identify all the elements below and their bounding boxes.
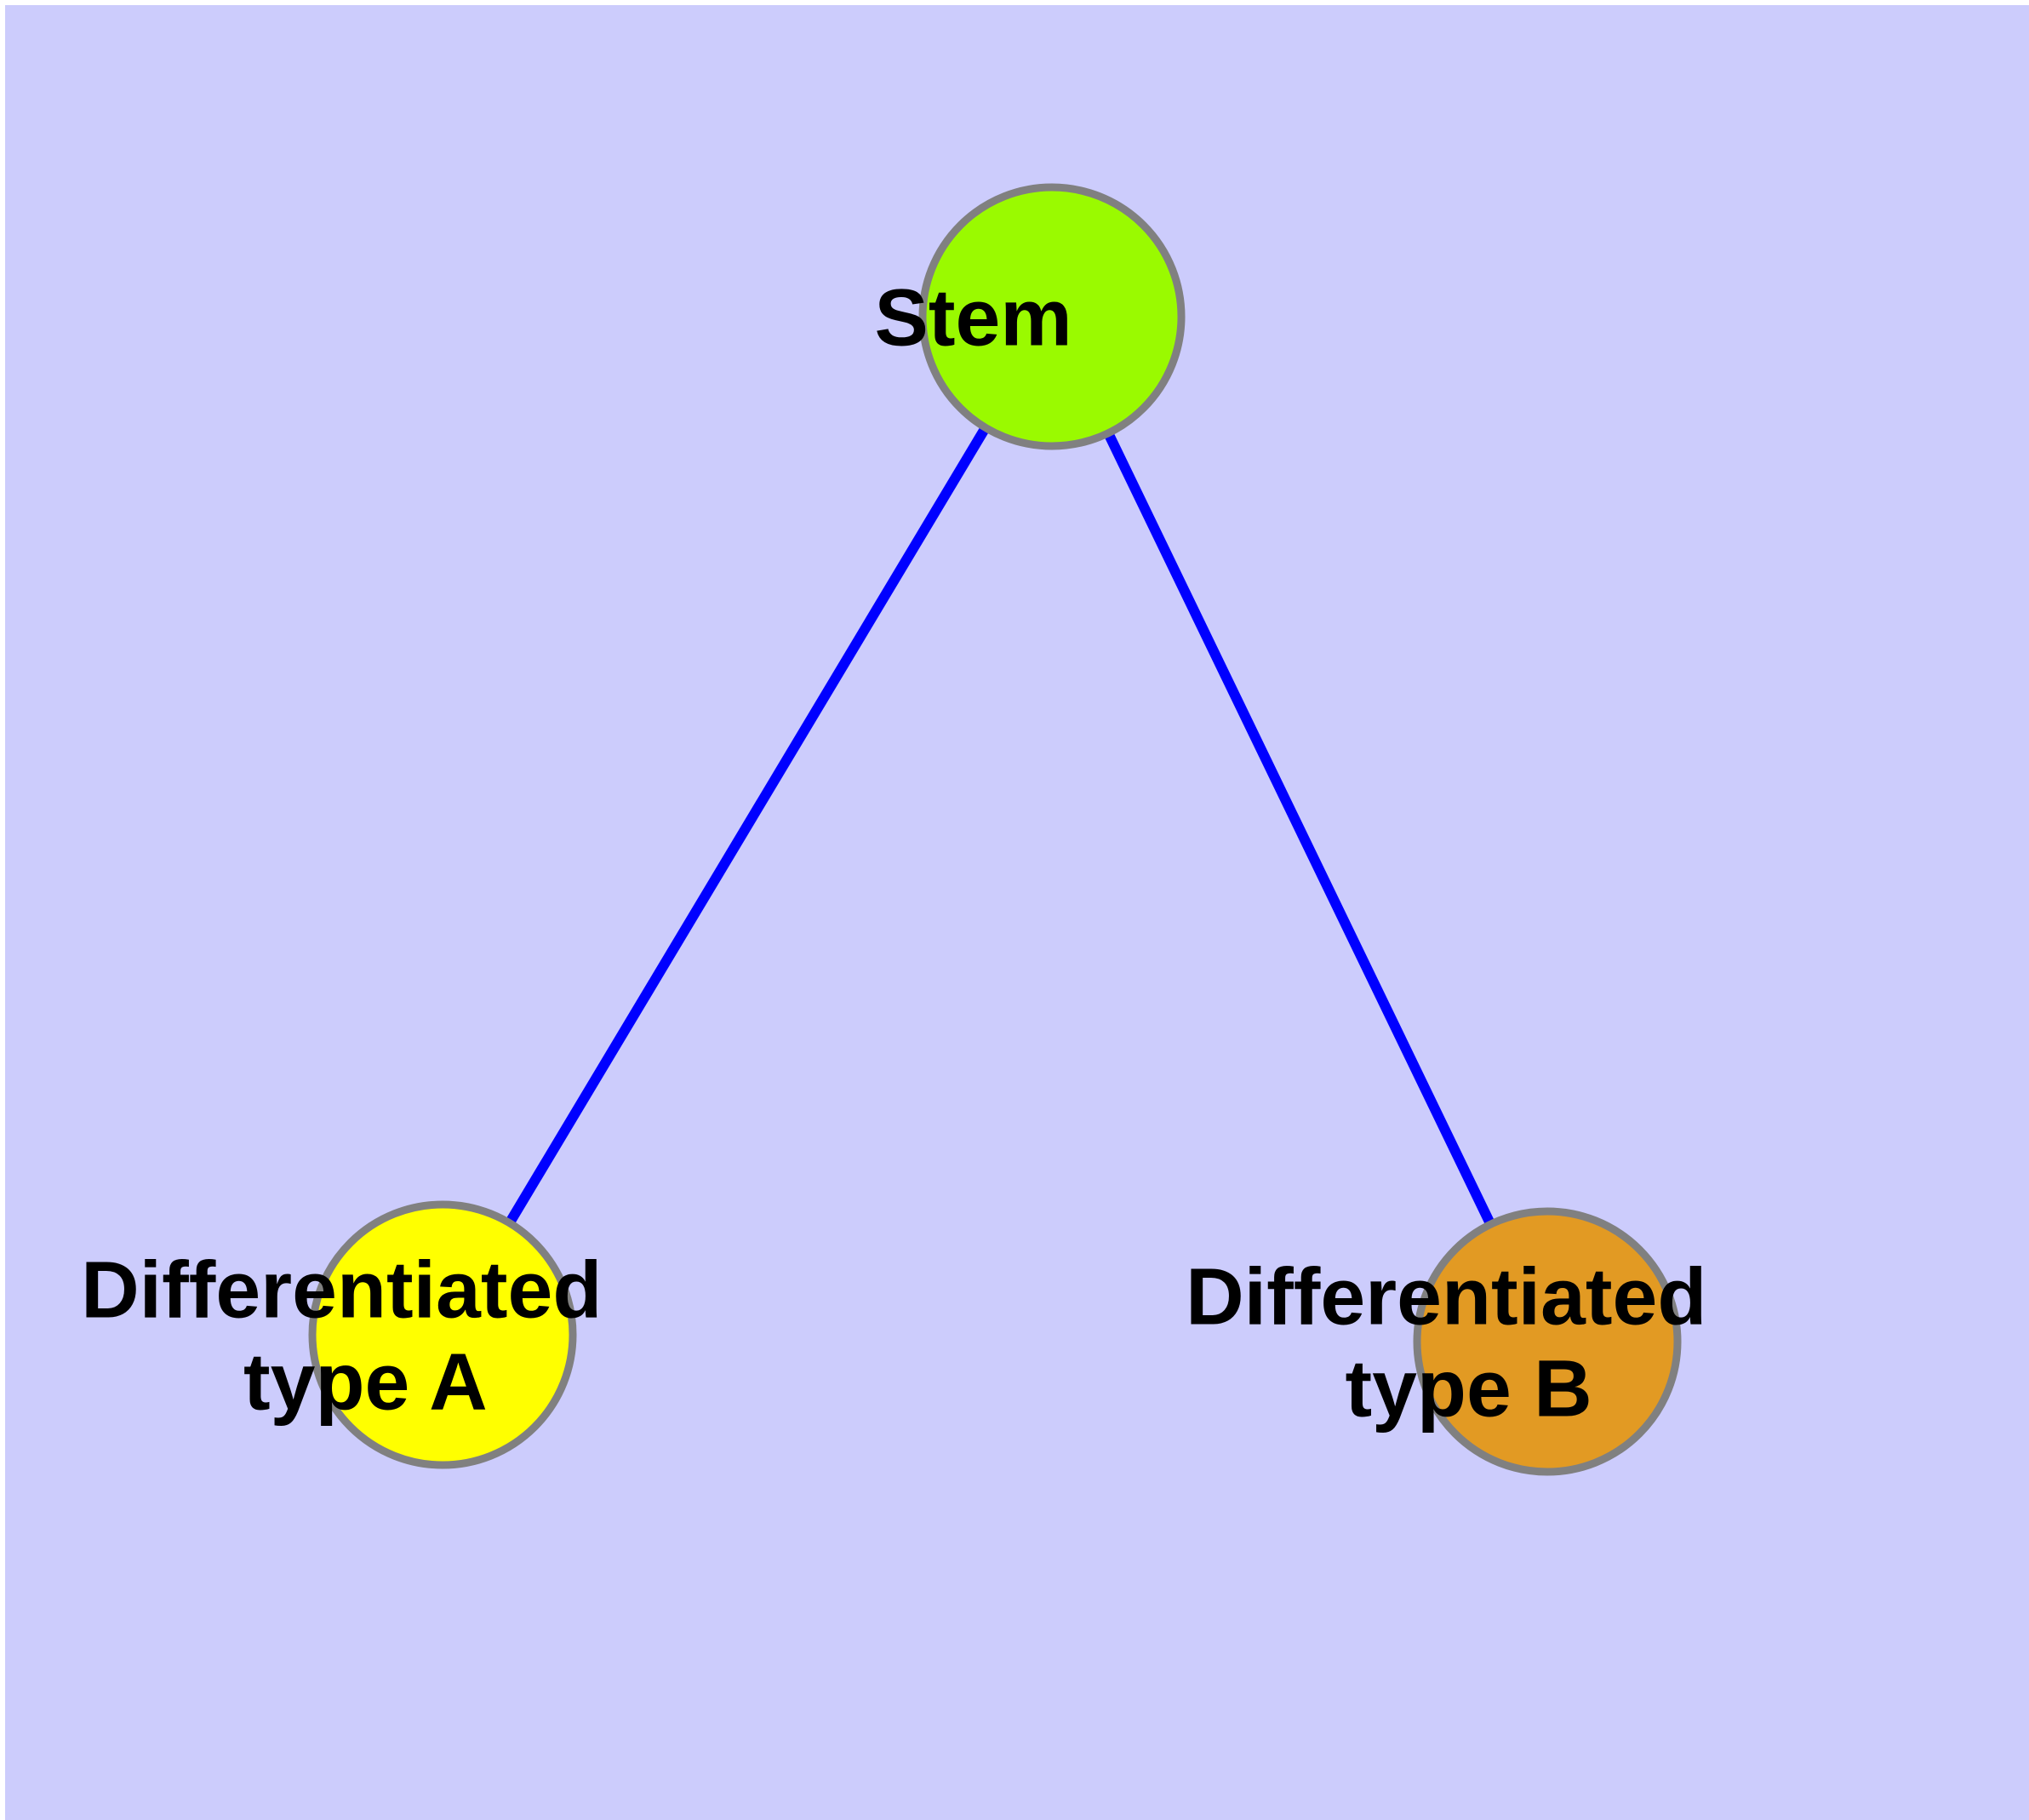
node-differentiated-type-a[interactable] <box>308 1200 577 1469</box>
node-layer <box>308 183 1682 1476</box>
edge-layer <box>437 313 1552 1344</box>
edge-stem-to-differentiated-type-b[interactable] <box>1047 314 1552 1344</box>
node-differentiated-type-b[interactable] <box>1413 1207 1682 1476</box>
node-label-differentiated-type-b: Differentiated type B <box>1186 1251 1706 1434</box>
edge-stem-to-differentiated-type-a[interactable] <box>437 313 1057 1338</box>
node-label-differentiated-type-a: Differentiated type A <box>0 0 804 1427</box>
node-stem[interactable] <box>918 183 1186 450</box>
label-layer: Stem Differentiated type A Differentiate… <box>0 0 1706 1434</box>
node-label-stem: Stem <box>0 0 1230 363</box>
